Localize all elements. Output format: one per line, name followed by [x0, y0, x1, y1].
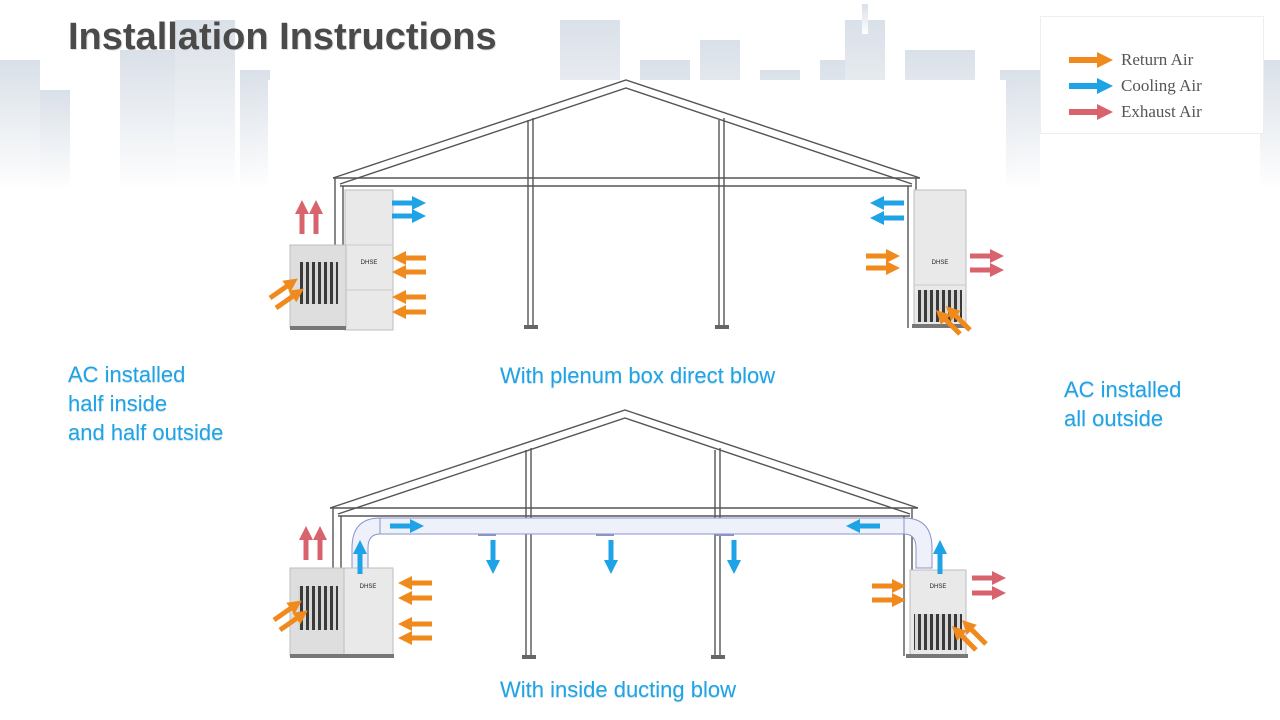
- blue-arrow-icon: [1069, 78, 1113, 94]
- caption-inside-ducting: With inside ducting blow: [500, 677, 737, 702]
- unit-brand-label: DHSE: [932, 260, 949, 266]
- unit-brand-label: DHSE: [930, 584, 947, 590]
- caption-line: AC installed: [68, 362, 186, 387]
- ac-unit-all-outside-ducted: DHSE: [906, 569, 968, 658]
- caption-half-inside: AC installed half inside and half outsid…: [68, 360, 223, 447]
- air-duct: [351, 517, 933, 569]
- unit-brand-label: DHSE: [361, 260, 378, 266]
- caption-line: AC installed: [1064, 377, 1182, 402]
- legend-item-return-air: Return Air: [1067, 49, 1193, 71]
- caption-all-outside: AC installed all outside: [1064, 375, 1181, 433]
- caption-plenum-box: With plenum box direct blow: [500, 363, 776, 388]
- ac-unit-half-inside-ducted: DHSE: [289, 567, 394, 658]
- page-title: Installation Instructions: [68, 16, 497, 58]
- air-flow-legend: Return Air Cooling Air Exhaust Air: [1040, 16, 1264, 134]
- legend-label: Return Air: [1121, 50, 1194, 69]
- caption-line: all outside: [1064, 406, 1164, 431]
- orange-arrow-icon: [1069, 52, 1113, 68]
- ac-unit-half-inside: DHSE: [289, 189, 394, 331]
- caption-line: and half outside: [68, 420, 224, 445]
- unit-brand-label: DHSE: [360, 584, 377, 590]
- red-arrow-icon: [1069, 104, 1113, 120]
- tent-frame-bottom: [329, 409, 919, 656]
- legend-label: Cooling Air: [1121, 76, 1202, 95]
- legend-item-exhaust-air: Exhaust Air: [1067, 101, 1202, 123]
- ac-unit-all-outside: DHSE: [912, 189, 968, 328]
- tent-feet-bottom: [522, 655, 725, 659]
- caption-line: half inside: [68, 391, 168, 416]
- duct-outlets: [478, 534, 734, 536]
- legend-label: Exhaust Air: [1121, 102, 1202, 121]
- legend-item-cooling-air: Cooling Air: [1067, 75, 1202, 97]
- tent-feet-top: [524, 325, 729, 329]
